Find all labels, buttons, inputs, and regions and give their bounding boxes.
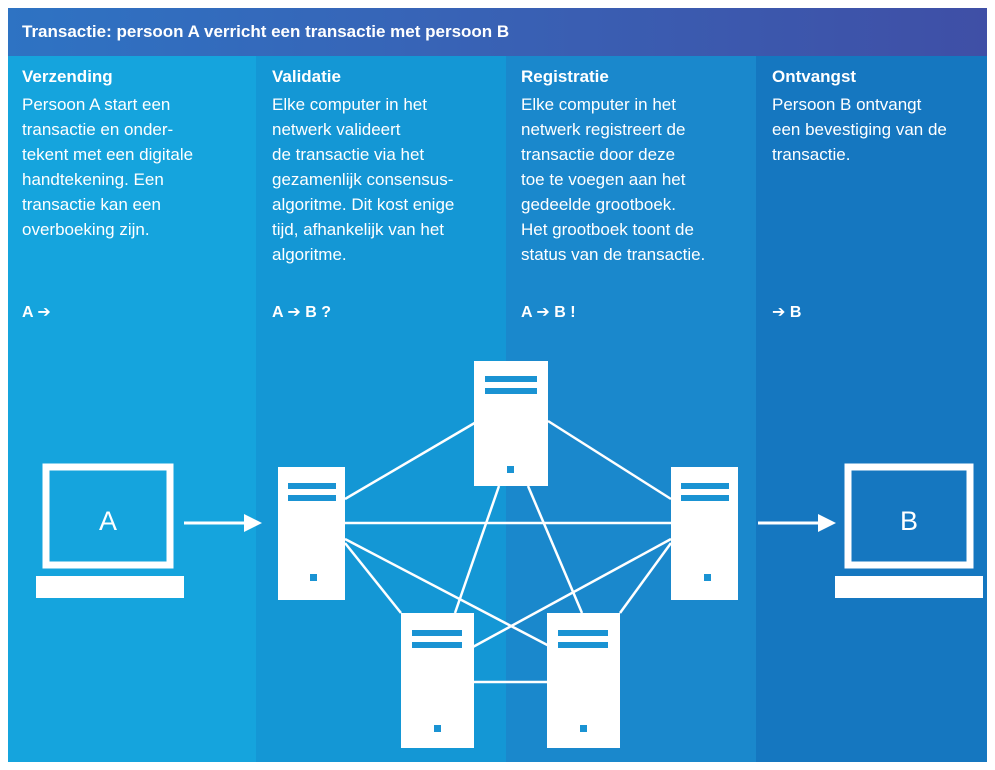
laptop-screen xyxy=(42,463,174,569)
flow-label-verzending: A ➔ xyxy=(22,304,51,321)
connection-line xyxy=(344,537,554,650)
text-verzending: Persoon A start een transactie en onder-… xyxy=(22,95,194,239)
arrow-right-icon xyxy=(758,514,836,532)
title-bar: Transactie: persoon A verricht een trans… xyxy=(8,8,987,56)
text-registratie: Elke computer in het netwerk registreert… xyxy=(521,95,706,264)
laptop-b-label: B xyxy=(900,506,918,536)
server-slot xyxy=(412,630,462,636)
server-slot xyxy=(288,495,336,501)
server-icon xyxy=(401,613,474,748)
connection-line xyxy=(453,485,501,614)
connection-line xyxy=(344,542,402,614)
server-icon xyxy=(671,467,738,600)
heading-ontvangst: Ontvangst xyxy=(772,67,857,86)
laptop-icon: A xyxy=(36,463,184,598)
network-connections xyxy=(344,419,673,684)
text-validatie: Elke computer in het netwerk valideert d… xyxy=(272,95,455,264)
column-ontvangst xyxy=(756,8,987,762)
flow-label-ontvangst: ➔ B xyxy=(772,304,802,321)
connection-line xyxy=(470,537,672,650)
server-slot xyxy=(485,388,537,394)
server-icon xyxy=(278,467,345,600)
connection-line xyxy=(344,419,479,501)
server-slot xyxy=(485,376,537,382)
column-verzending xyxy=(8,8,256,762)
arrow-head xyxy=(818,514,836,532)
flow-label-validatie: A ➔ B ? xyxy=(272,304,332,321)
arrow-right-icon xyxy=(184,514,262,532)
laptop-screen xyxy=(844,463,974,569)
server-slot xyxy=(681,495,729,501)
text-ontvangst: Persoon B ontvangt een bevestiging van d… xyxy=(772,95,947,164)
heading-verzending: Verzending xyxy=(22,67,113,86)
page-title: Transactie: persoon A verricht een trans… xyxy=(22,22,510,41)
infographic: Transactie: persoon A verricht een trans… xyxy=(8,8,987,762)
flow-label-registratie: A ➔ B ! xyxy=(521,304,576,321)
server-slot xyxy=(412,642,462,648)
server-slot xyxy=(681,483,729,489)
connection-line xyxy=(547,419,672,501)
server-slot xyxy=(288,483,336,489)
arrow-head xyxy=(244,514,262,532)
laptop-a-label: A xyxy=(99,506,117,536)
server-led xyxy=(310,574,317,581)
laptop-base xyxy=(835,576,983,598)
laptop-base xyxy=(36,576,184,598)
server-icon xyxy=(547,613,620,748)
server-led xyxy=(580,725,587,732)
server-led xyxy=(704,574,711,581)
server-slot xyxy=(558,630,608,636)
server-icon xyxy=(474,361,548,486)
server-led xyxy=(434,725,441,732)
connection-line xyxy=(618,542,673,614)
laptop-icon: B xyxy=(835,463,983,598)
heading-registratie: Registratie xyxy=(521,67,609,86)
server-led xyxy=(507,466,514,473)
server-slot xyxy=(558,642,608,648)
network-diagram: A xyxy=(36,361,983,748)
connection-line xyxy=(526,485,584,614)
heading-validatie: Validatie xyxy=(272,67,341,86)
